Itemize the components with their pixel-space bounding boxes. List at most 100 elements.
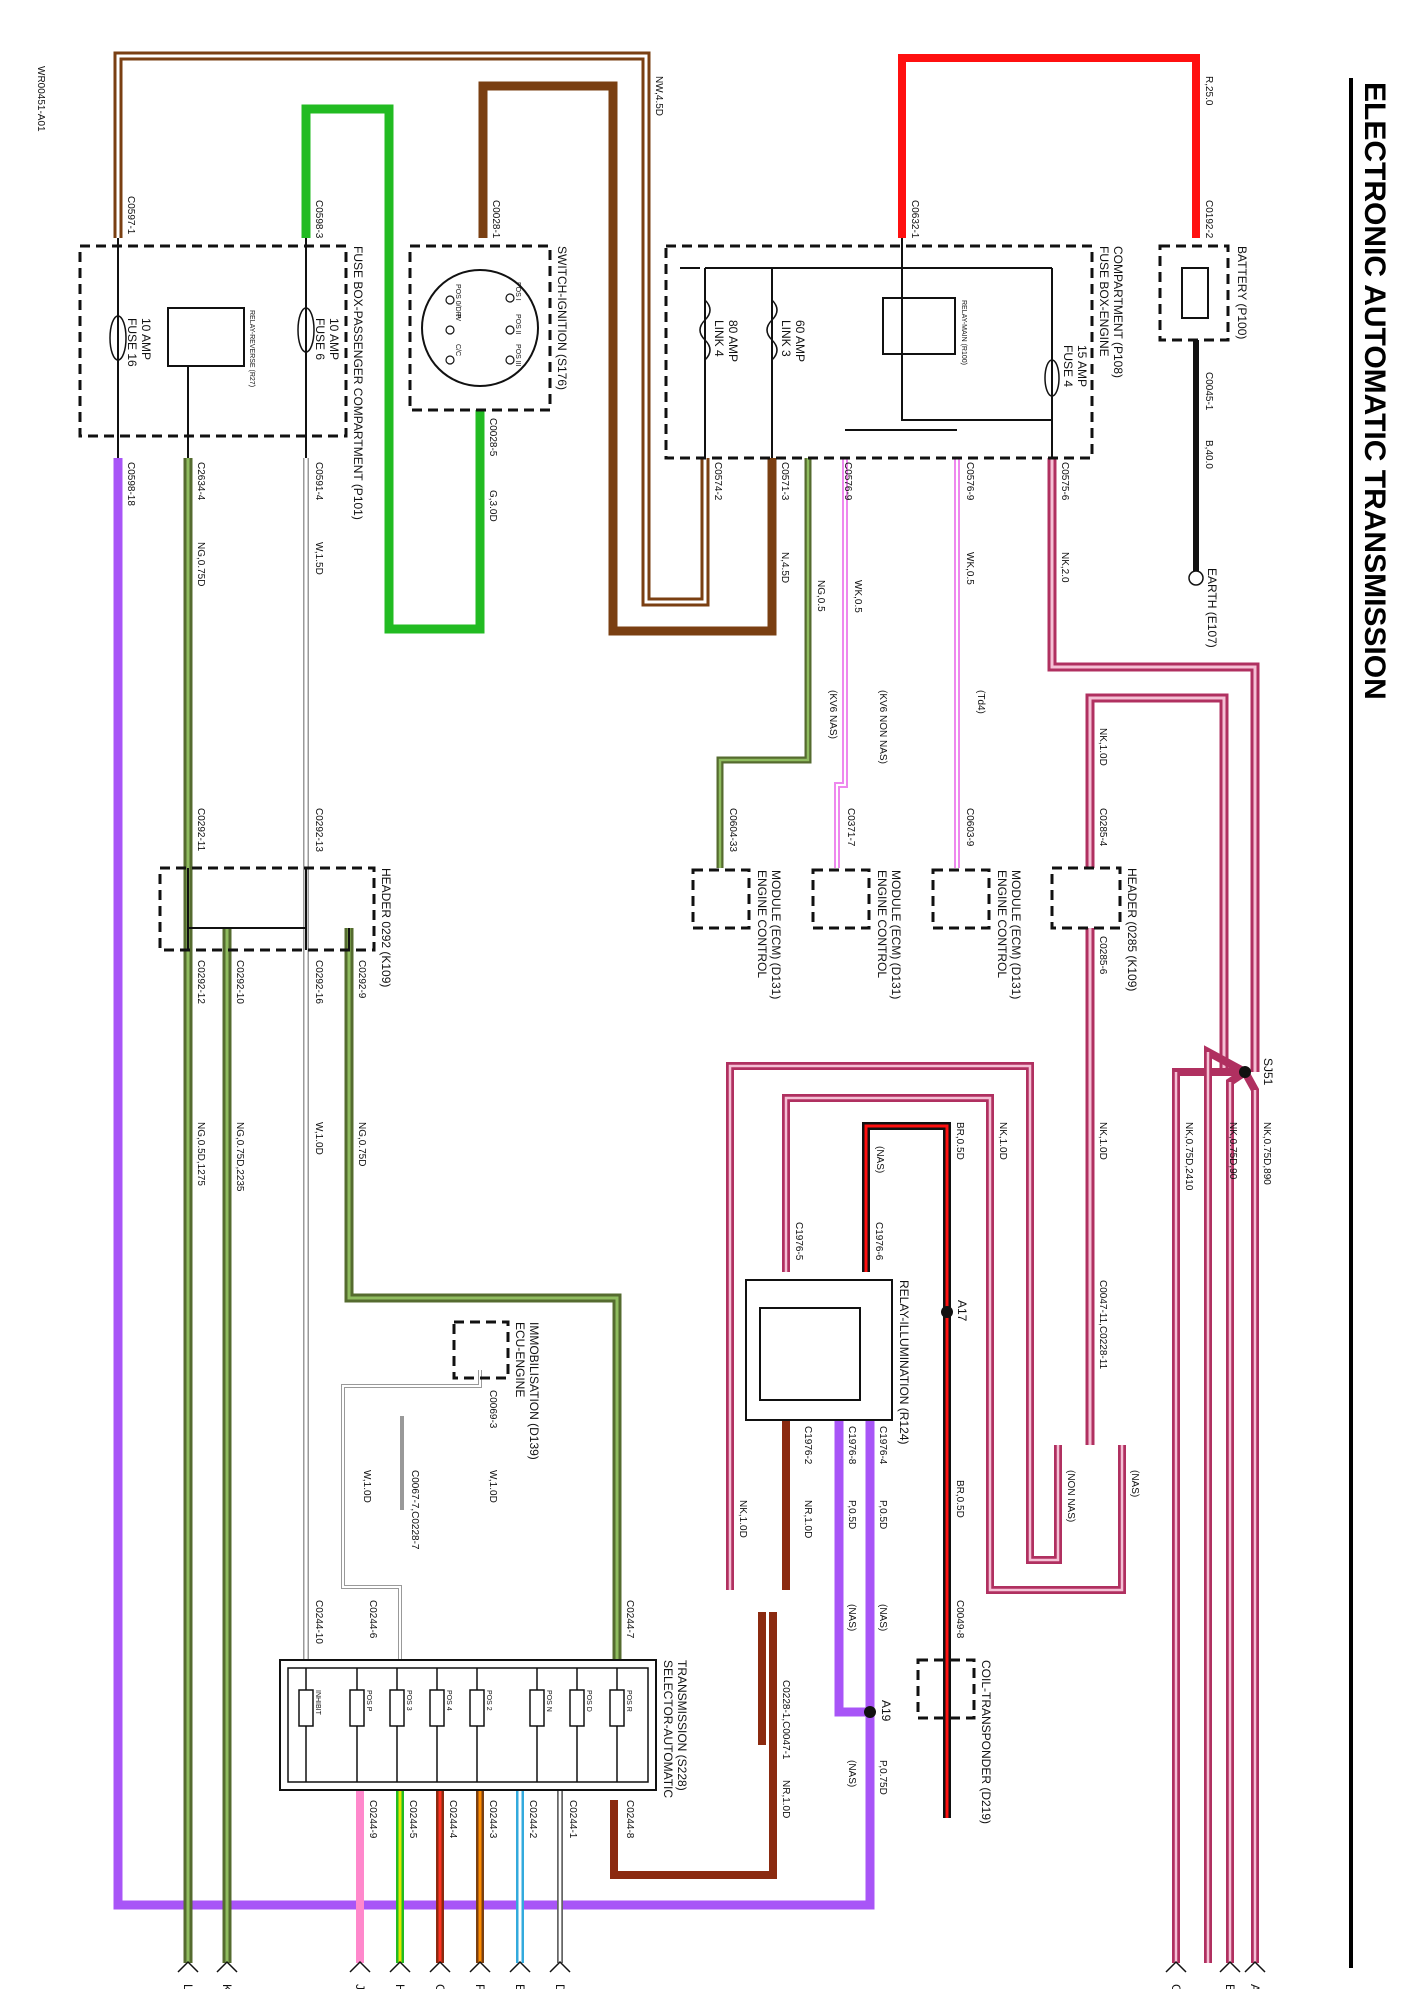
battery-cell-icon <box>1181 267 1209 319</box>
terminal-label: H <box>393 1984 407 1989</box>
note-nas-a: (NAS) <box>874 1146 885 1173</box>
ignition-contact-icon <box>445 355 455 365</box>
terminal-arrow-icon <box>389 1960 411 1973</box>
wire-nk-hdr-inner <box>1088 696 1226 1072</box>
coil-transponder-box <box>916 1658 976 1720</box>
conn-c1976-5: C1976-5 <box>793 1222 804 1261</box>
fuse6-amp: 10 AMP <box>327 318 341 360</box>
selector-switch-icon <box>298 1689 314 1727</box>
wire-label-br05: BR,0.5D <box>954 1122 965 1160</box>
conn-c0028-5: C0028-5 <box>487 418 498 457</box>
switch-ignition-label: SWITCH-IGNITION (S176) <box>555 246 569 390</box>
link4-icon <box>699 299 711 361</box>
conn-c0049-8: C0049-8 <box>954 1600 965 1639</box>
fuse4-label: FUSE 4 <box>1061 345 1075 387</box>
conn-c0292-9: C0292-9 <box>356 960 367 999</box>
selector-switch-label: POS N <box>545 1690 552 1712</box>
wire-g-green <box>301 104 485 634</box>
selector-switch-label: POS P <box>365 1690 372 1712</box>
link3-amp: 60 AMP <box>793 320 807 362</box>
fusebox-engine-box <box>664 244 1094 460</box>
selector-switch-icon <box>469 1689 485 1727</box>
ignition-contact-icon <box>445 295 455 305</box>
wire-label-nr10-b: NR,1.0D <box>780 1780 791 1818</box>
note-nas-e: (NAS) <box>846 1760 857 1787</box>
wire-nr <box>610 1420 790 1879</box>
selector-switch-label: POS 2 <box>485 1690 492 1711</box>
wire-label-nk075-90: NK,0.75D,90 <box>1227 1122 1238 1180</box>
conn-c0292-12: C0292-12 <box>195 960 206 1004</box>
selector-switch-icon <box>609 1689 625 1727</box>
conn-c0244-8: C0244-8 <box>624 1800 635 1839</box>
wire-ng-ecm <box>716 458 812 868</box>
wire-label-w10-b: W,1.0D <box>487 1470 498 1503</box>
conn-c1976-8: C1976-8 <box>846 1426 857 1465</box>
coil-transponder-label: COIL-TRANSPONDER (D219) <box>979 1660 993 1824</box>
wire-ng-ecm-inner <box>718 458 810 868</box>
wire-label-w10-c: W,1.0D <box>361 1470 372 1503</box>
ignition-contact-icon <box>505 325 515 335</box>
switch-ignition-box <box>408 244 552 412</box>
selector-switch-label: POS D <box>585 1690 592 1712</box>
note-td4: (Td4) <box>975 690 986 714</box>
wire-w-immob-inner <box>342 1370 481 1660</box>
note-nas-b: (NAS) <box>1129 1470 1140 1497</box>
wire-p-purple <box>113 458 875 1910</box>
fusebox-pass-bus <box>117 238 307 458</box>
conn-c0591-4: C0591-4 <box>313 462 324 501</box>
conn-c0244-3: C0244-3 <box>487 1800 498 1839</box>
ecm-box-3 <box>931 868 991 930</box>
link3-icon <box>766 299 778 361</box>
wire-nk-nonnas-inner <box>728 1064 1060 1590</box>
terminal-arrow-icon <box>469 1960 491 1973</box>
ecm-2-label-1: ENGINE CONTROL <box>875 870 889 978</box>
wire-label-nw45: NW,4.5D <box>653 76 664 116</box>
splice-a19 <box>864 1706 876 1718</box>
ecm-1-label-1: ENGINE CONTROL <box>755 870 769 978</box>
fuse16-label: FUSE 16 <box>125 318 139 367</box>
wire-n-brown <box>478 81 777 636</box>
wire-label-ng075-b: NG,0.75D <box>356 1122 367 1166</box>
conn-c0604-33: C0604-33 <box>727 808 738 852</box>
splice-sj51 <box>1239 1066 1251 1078</box>
wire-label-nk20: NK,2.0 <box>1059 552 1070 583</box>
terminal-label: K <box>220 1984 234 1989</box>
terminal-arrow-icon <box>509 1960 531 1973</box>
ecm-3-label-2: MODULE (ECM) (D131) <box>1009 870 1023 999</box>
ignition-contact-icon <box>505 355 515 365</box>
conn-c0292-11: C0292-11 <box>195 808 206 852</box>
wire-ng-inner <box>186 458 619 1963</box>
selector-switch-label: POS R <box>625 1690 632 1712</box>
selector-switch-icon <box>389 1689 405 1727</box>
conn-c0244-6: C0244-6 <box>367 1600 378 1639</box>
relay-illum-inner <box>759 1307 861 1401</box>
wire-label-p05-b: P,0.5D <box>846 1500 857 1529</box>
wire-br-inner <box>864 1124 949 1818</box>
conn-c0244-7: C0244-7 <box>624 1600 635 1639</box>
conn-c0576-9b: C0576-9 <box>964 462 975 501</box>
conn-c0244-4: C0244-4 <box>447 1800 458 1839</box>
wire-label-ng05: NG,0.5 <box>815 580 826 612</box>
terminal-arrow-icon <box>549 1960 571 1973</box>
wire-label-w10: W,1.0D <box>313 1122 324 1155</box>
header-285-label: HEADER (0285 (K109) <box>1125 868 1139 991</box>
relay-illum-label: RELAY-ILLUMINATION (R124) <box>897 1280 911 1445</box>
relay-main-label: RELAY-MAIN (R100) <box>960 300 967 365</box>
earth-icon <box>1188 570 1204 586</box>
ecm-3-label-1: ENGINE CONTROL <box>995 870 1009 978</box>
wire-label-nk075-890: NK,0.75D,890 <box>1261 1122 1272 1185</box>
wire-label-nk075-2410: NK,0.75D,2410 <box>1183 1122 1194 1191</box>
conn-c0067-7: C0067-7,C0228-7 <box>409 1470 420 1550</box>
link4-amp: 80 AMP <box>726 320 740 362</box>
conn-c0244-1: C0244-1 <box>567 1800 578 1839</box>
conn-c0244-2: C0244-2 <box>527 1800 538 1839</box>
header-292-box <box>158 866 376 952</box>
terminal-label: A <box>1248 1984 1262 1989</box>
relay-main-icon <box>882 297 956 355</box>
wire-nk-nas-inner <box>784 1096 1124 1592</box>
selector-box <box>279 1659 657 1791</box>
